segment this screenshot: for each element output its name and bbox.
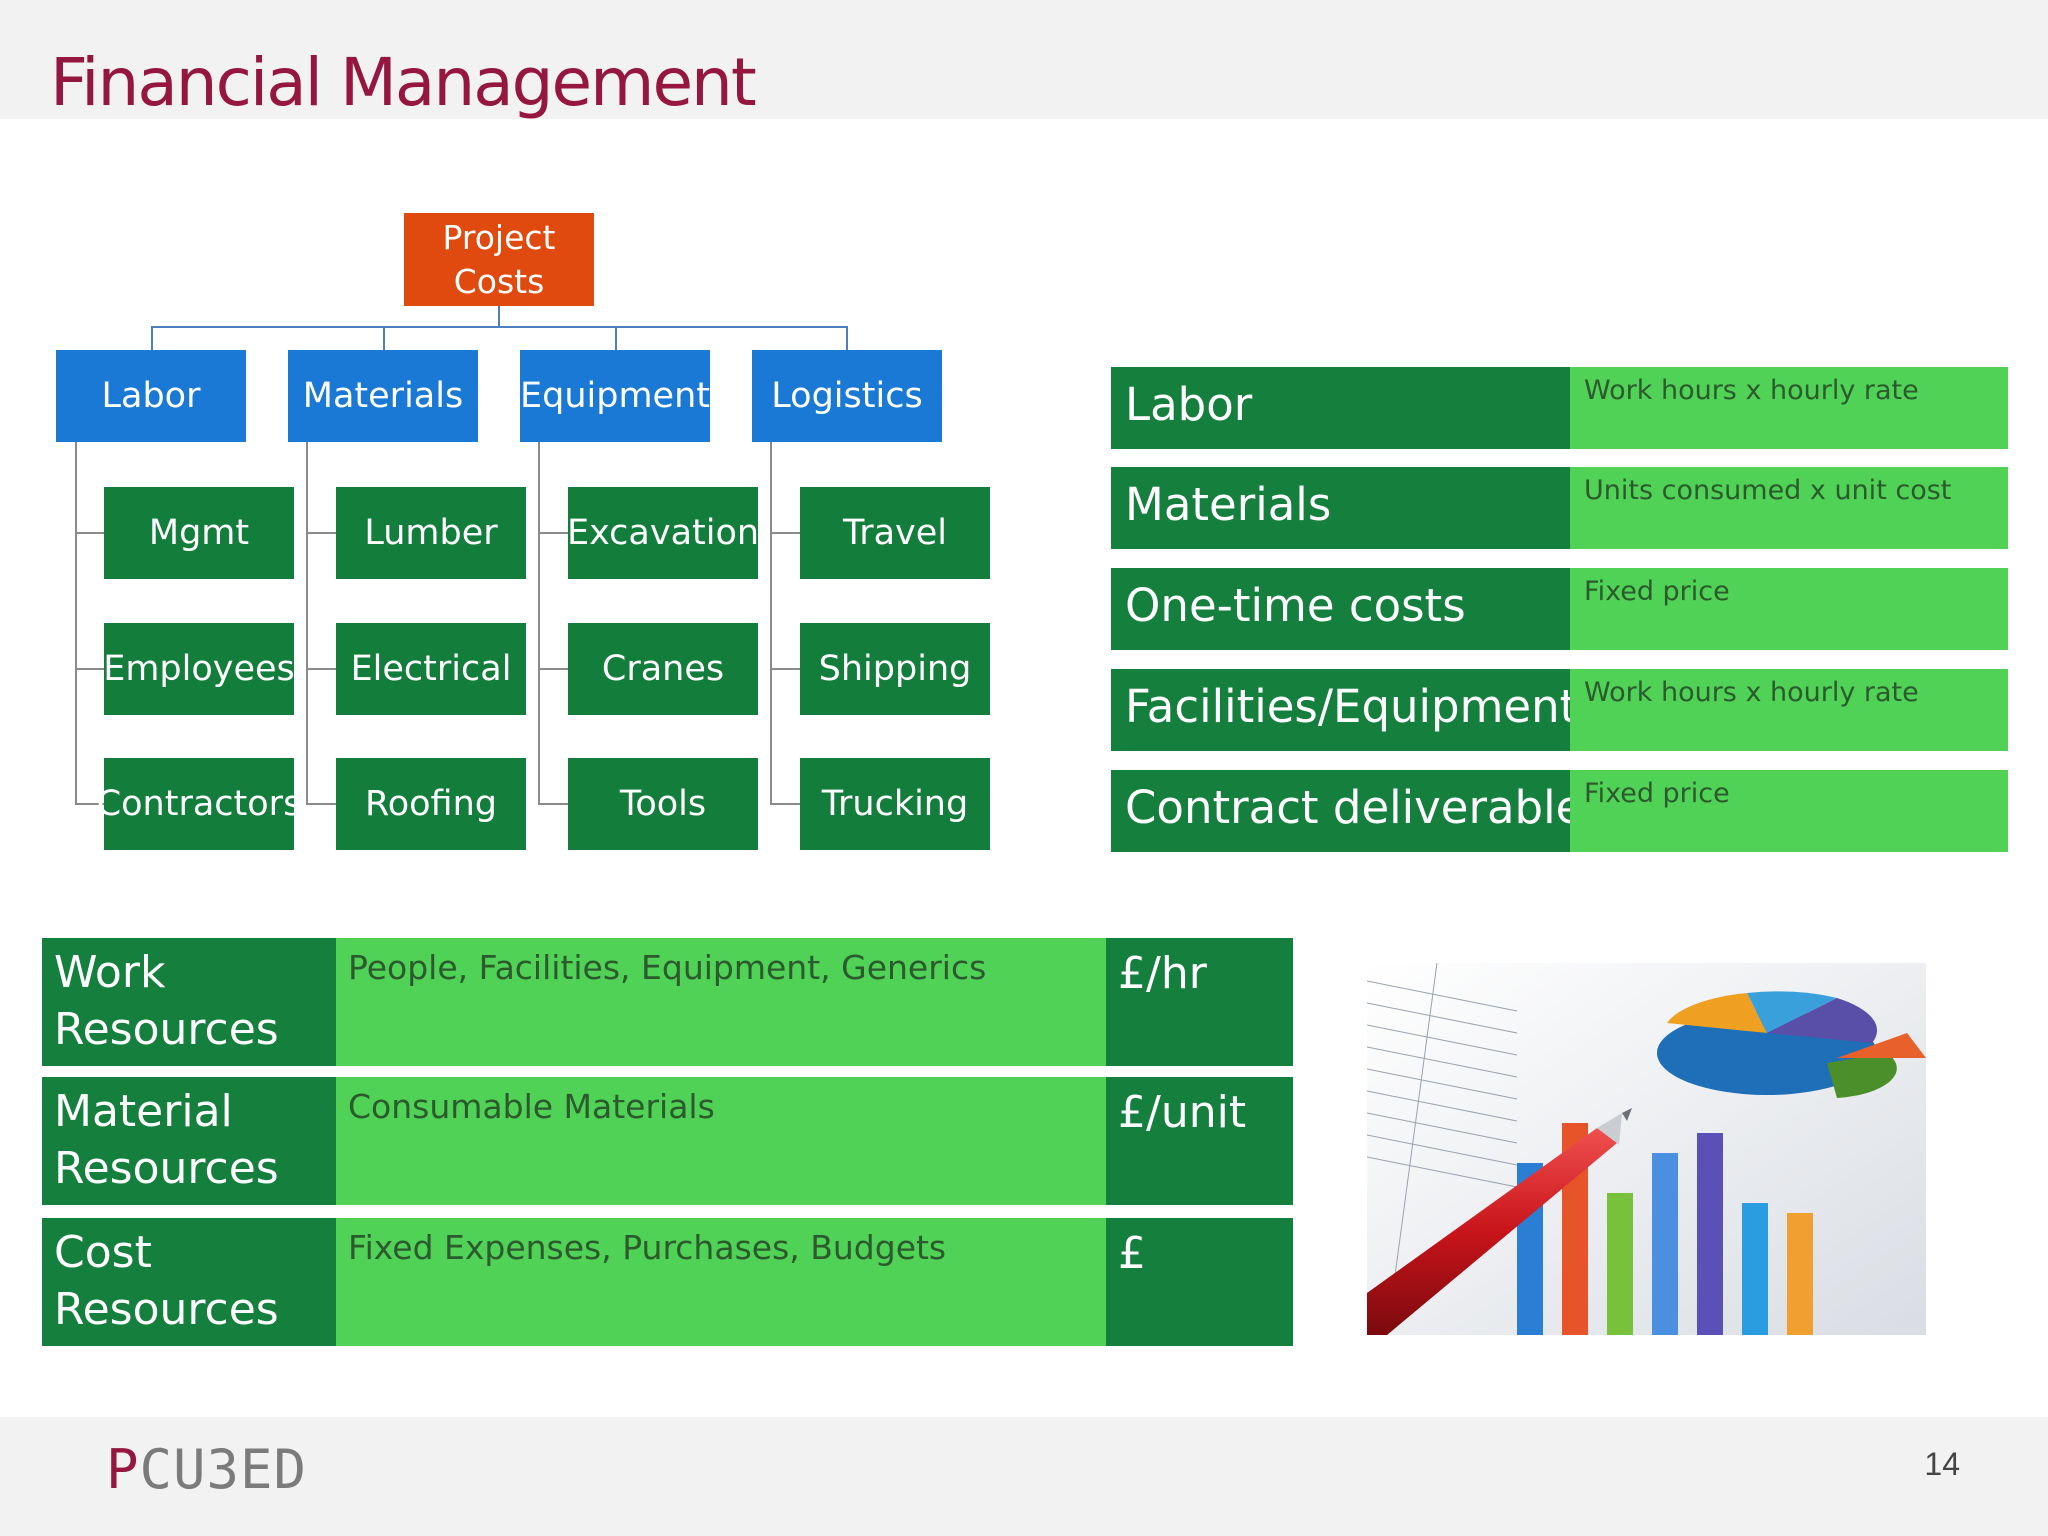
category-logistics-box: Logistics [752, 350, 942, 442]
logo-letters-rest: CU3ED [139, 1438, 308, 1501]
cost-type-desc: Fixed price [1570, 568, 2008, 650]
leaf-excavation: Excavation [567, 487, 759, 579]
cost-type-desc: Fixed price [1570, 770, 2008, 852]
leaf-mgmt: Mgmt [104, 487, 294, 579]
tick [306, 532, 336, 534]
resource-label-line1: Cost [54, 1227, 152, 1278]
project-costs-box: Project Costs [404, 213, 594, 306]
financial-charts-photo [1367, 963, 1926, 1335]
leaf-travel: Travel [800, 487, 990, 579]
tick [770, 803, 800, 805]
category-materials-box: Materials [288, 350, 478, 442]
category-labor-box: Labor [56, 350, 246, 442]
cost-type-row: Labor Work hours x hourly rate [1111, 367, 2008, 449]
tick [75, 803, 105, 805]
logo-letter-p: P [106, 1438, 140, 1501]
category-equipment-box: Equipment [520, 350, 710, 442]
connector-equipment [615, 326, 617, 350]
resource-label-line1: Work [54, 947, 166, 998]
leaf-roofing: Roofing [336, 758, 526, 850]
resource-row: Work Resources People, Facilities, Equip… [42, 938, 1293, 1066]
spine-logistics [770, 442, 772, 804]
spine-materials [306, 442, 308, 804]
connector-horizontal [151, 326, 848, 328]
leaf-cranes: Cranes [568, 623, 758, 715]
tick [306, 803, 336, 805]
cost-type-label: Contract deliverables [1111, 770, 1570, 852]
resource-unit: £/hr [1106, 938, 1293, 1066]
tick [306, 668, 336, 670]
resource-desc: Fixed Expenses, Purchases, Budgets [336, 1218, 1106, 1346]
project-costs-line1: Project [442, 217, 556, 257]
leaf-contractors: Contractors [97, 758, 301, 850]
resource-label: Cost Resources [42, 1218, 336, 1346]
pcubed-logo: PCU3ED [106, 1440, 307, 1500]
cost-type-label: Labor [1111, 367, 1570, 449]
cost-type-row: One-time costs Fixed price [1111, 568, 2008, 650]
tick [75, 668, 105, 670]
resource-row: Cost Resources Fixed Expenses, Purchases… [42, 1218, 1293, 1346]
header-band [0, 0, 2048, 119]
connector-labor [151, 326, 153, 350]
cost-type-row: Contract deliverables Fixed price [1111, 770, 2008, 852]
resource-desc: People, Facilities, Equipment, Generics [336, 938, 1106, 1066]
page-number: 14 [1924, 1446, 1960, 1482]
charts-and-pen-illustration [1367, 963, 1926, 1335]
cost-type-label: Facilities/Equipment [1111, 669, 1570, 751]
resource-desc: Consumable Materials [336, 1077, 1106, 1205]
leaf-electrical: Electrical [336, 623, 526, 715]
cost-type-row: Materials Units consumed x unit cost [1111, 467, 2008, 549]
leaf-lumber: Lumber [336, 487, 526, 579]
resource-label-line2: Resources [54, 1004, 279, 1055]
cost-type-row: Facilities/Equipment Work hours x hourly… [1111, 669, 2008, 751]
tick [75, 532, 105, 534]
resource-label: Material Resources [42, 1077, 336, 1205]
resource-label-line2: Resources [54, 1143, 279, 1194]
cost-type-desc: Units consumed x unit cost [1570, 467, 2008, 549]
tick [770, 668, 800, 670]
connector-root-down [498, 306, 500, 327]
connector-logistics [846, 326, 848, 350]
resource-label: Work Resources [42, 938, 336, 1066]
cost-type-label: Materials [1111, 467, 1570, 549]
resource-unit: £/unit [1106, 1077, 1293, 1205]
leaf-trucking: Trucking [800, 758, 990, 850]
leaf-employees: Employees [103, 623, 295, 715]
resource-label-line2: Resources [54, 1284, 279, 1335]
project-costs-line2: Costs [453, 261, 545, 301]
cost-type-desc: Work hours x hourly rate [1570, 669, 2008, 751]
resource-row: Material Resources Consumable Materials … [42, 1077, 1293, 1205]
tick [538, 532, 568, 534]
connector-materials [383, 326, 385, 350]
cost-type-desc: Work hours x hourly rate [1570, 367, 2008, 449]
resource-unit: £ [1106, 1218, 1293, 1346]
page-title: Financial Management [50, 44, 757, 121]
spine-labor [75, 442, 77, 804]
leaf-tools: Tools [568, 758, 758, 850]
tick [538, 668, 568, 670]
resource-label-line1: Material [54, 1086, 233, 1137]
spine-equipment [538, 442, 540, 804]
tick [538, 803, 568, 805]
tick [770, 532, 800, 534]
cost-type-label: One-time costs [1111, 568, 1570, 650]
leaf-shipping: Shipping [800, 623, 990, 715]
footer-band [0, 1417, 2048, 1536]
